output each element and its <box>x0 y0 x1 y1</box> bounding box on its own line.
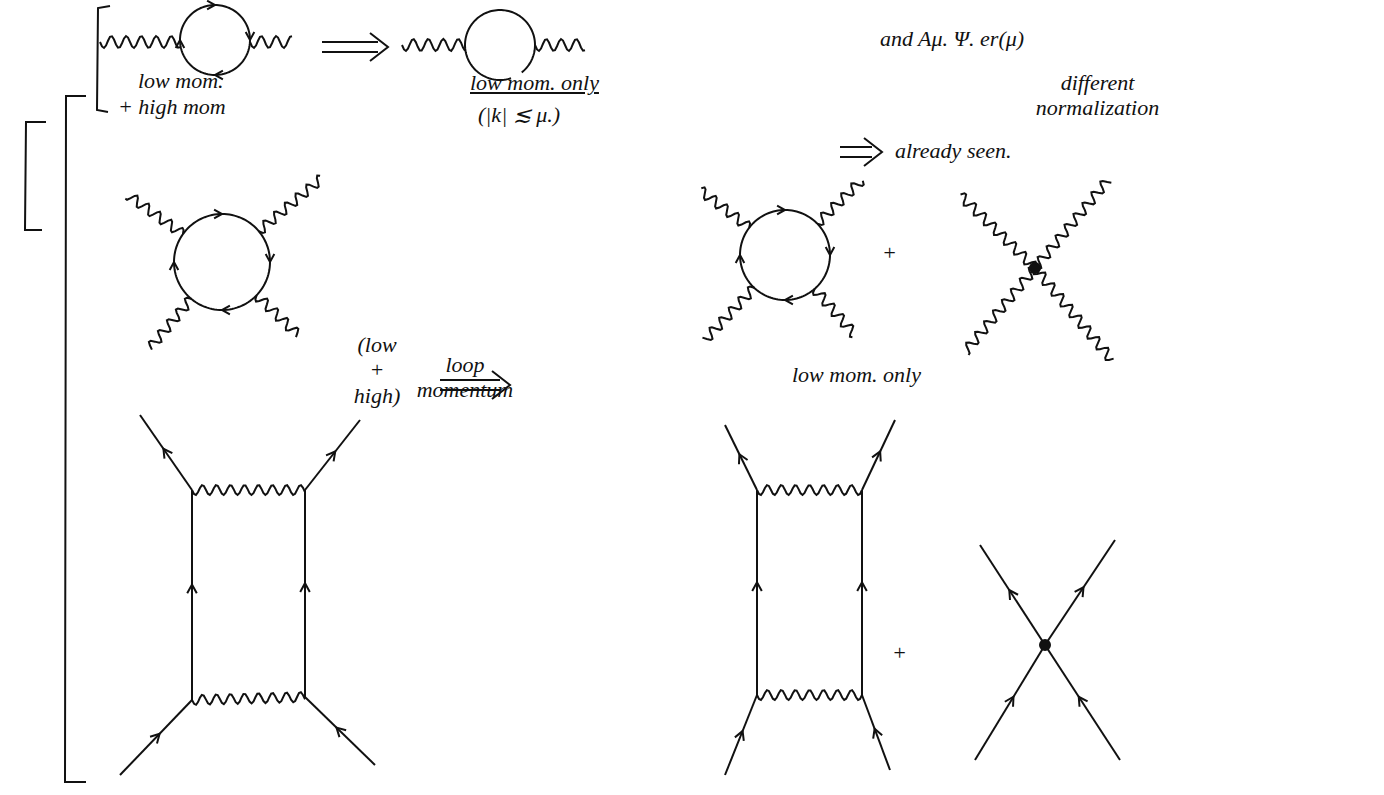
arrow-head <box>1009 590 1018 600</box>
plus-sign: + <box>892 640 907 665</box>
photon-line <box>701 187 750 227</box>
arrow-head <box>857 582 867 591</box>
photon-line <box>817 181 863 225</box>
photon-line <box>192 485 305 495</box>
implies-arrow <box>370 33 388 61</box>
arrow-head <box>222 306 230 315</box>
arrow-head <box>777 206 785 215</box>
fermion-loop <box>740 210 830 300</box>
note-text: low mom. <box>138 68 224 93</box>
note-text: and Aμ. Ψ. er(μ) <box>880 26 1024 51</box>
bracket <box>97 6 110 112</box>
photon-line <box>757 485 862 495</box>
arrow-head <box>187 585 197 594</box>
photon-line <box>1033 268 1113 360</box>
arrow-head <box>735 731 744 741</box>
photon-line <box>535 39 585 51</box>
fermion-line <box>140 415 192 490</box>
photon-line <box>255 295 298 337</box>
arrow-head <box>1005 697 1014 707</box>
note-text: different normalization <box>1010 70 1185 121</box>
photon-line <box>192 692 305 705</box>
implies-arrow <box>864 138 882 166</box>
photon-line <box>961 193 1037 268</box>
arrow-head <box>163 449 172 459</box>
arrow-head <box>826 247 835 255</box>
arrow-head <box>150 734 160 744</box>
contact-vertex <box>1029 262 1041 274</box>
fermion-line <box>304 490 306 697</box>
note-text: low mom. only <box>470 70 599 95</box>
arrow-head <box>873 729 882 739</box>
contact-vertex <box>1039 639 1051 651</box>
fermion-line <box>725 425 757 490</box>
photon-line <box>259 175 320 232</box>
arrow-head <box>872 452 881 462</box>
fermion-loop <box>180 5 250 75</box>
arrow-head <box>739 454 748 464</box>
fermion-line <box>725 695 757 775</box>
arrow-head <box>1079 697 1088 707</box>
note-text: (|k| ≲ μ.) <box>478 102 560 127</box>
fermion-line <box>120 700 192 775</box>
photon-line <box>966 267 1035 355</box>
arrow-head <box>266 254 275 262</box>
fermion-line <box>1045 540 1115 645</box>
fermion-line <box>305 420 360 490</box>
photon-line <box>149 298 191 350</box>
bracket <box>65 96 86 782</box>
arrow-head <box>785 296 793 305</box>
arrow-head <box>736 255 745 263</box>
fermion-line <box>862 420 895 490</box>
note-text: low mom. only <box>792 362 921 387</box>
implies-arrow <box>322 51 378 53</box>
arrow-head <box>337 728 347 738</box>
photon-line <box>813 289 853 337</box>
arrow-head <box>207 1 215 10</box>
arrow-head <box>246 32 255 40</box>
fermion-line <box>305 697 375 765</box>
fermion-line <box>861 490 863 695</box>
arrow-head <box>1075 587 1084 597</box>
arrow-head <box>752 582 762 591</box>
photon-line <box>757 690 862 700</box>
note-text: already seen. <box>895 138 1011 163</box>
implies-arrow <box>840 146 872 148</box>
note-text: (low + high) <box>348 332 406 408</box>
photon-line <box>702 287 754 340</box>
fermion-line <box>1045 645 1120 760</box>
arrow-head <box>300 583 310 592</box>
arrow-head <box>214 210 222 219</box>
arrow-head <box>176 40 185 48</box>
photon-line <box>1035 181 1111 269</box>
implies-arrow <box>840 156 872 158</box>
fermion-line <box>756 490 758 695</box>
note-text: loop momentum <box>410 352 520 403</box>
fermion-line <box>191 490 193 700</box>
implies-arrow <box>322 41 378 43</box>
fermion-line <box>975 645 1045 760</box>
fermion-line <box>980 545 1045 645</box>
bracket <box>25 122 46 230</box>
photon-line <box>402 39 465 51</box>
photon-line <box>100 36 180 48</box>
note-text: + high mom <box>118 94 226 119</box>
fermion-loop <box>465 10 535 80</box>
arrow-head <box>170 262 179 270</box>
photon-line <box>250 36 292 48</box>
arrow-head <box>326 452 335 462</box>
photon-line <box>125 196 183 235</box>
fermion-line <box>862 695 890 770</box>
plus-sign: + <box>882 240 897 265</box>
